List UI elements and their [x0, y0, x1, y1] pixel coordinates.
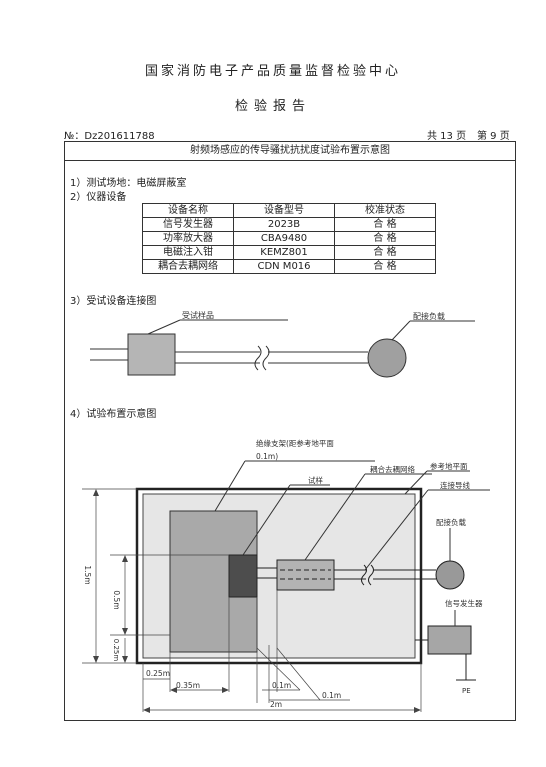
table-row: 耦合去耦网络 CDN M016 合 格 — [142, 259, 436, 274]
cable-break-symbol — [262, 345, 270, 371]
dim-gap2-label: 0.1m — [322, 691, 341, 700]
eut-label: 受试样品 — [182, 310, 214, 320]
arrow — [122, 628, 128, 635]
leader-line — [404, 470, 428, 495]
load-circle — [367, 338, 407, 378]
generator-label: 信号发生器 — [445, 598, 483, 608]
frame-title: 射频场感应的传导骚扰抗扰度试验布置示意图 — [64, 141, 516, 161]
leader-line — [147, 319, 181, 335]
cdn-box — [276, 559, 335, 591]
ground-label: 参考地平面 — [430, 461, 468, 471]
leader-line — [391, 320, 411, 341]
load-label: 配接负载 — [413, 311, 445, 321]
cable-break-symbol — [368, 564, 374, 586]
pe-label: PE — [462, 687, 471, 695]
arrow — [93, 489, 99, 496]
leader-line — [242, 484, 291, 556]
cable-break-symbol — [254, 345, 262, 371]
dim-left-label: 0.25m — [146, 669, 170, 678]
leader-line — [256, 647, 301, 691]
document-title: 检验报告 — [234, 99, 311, 114]
dim-height-label: 1.5m — [83, 565, 92, 584]
leader-line — [276, 647, 321, 701]
leader-line — [304, 473, 366, 561]
support-label: 绝缘支架(距参考地平面 — [256, 438, 334, 448]
support-height: 0.1m) — [256, 452, 278, 461]
org-name: 国家消防电子产品质量监督检验中心 — [144, 64, 401, 79]
dim-width-label: 2m — [270, 700, 282, 709]
arrow — [170, 687, 177, 693]
page-number: 第 9 页 — [477, 131, 510, 142]
load-circle — [435, 560, 465, 590]
arrow — [93, 656, 99, 663]
ground-plane-outline — [135, 487, 423, 665]
table-cell: CDN M016 — [233, 259, 335, 274]
cdn-label: 耦合去耦网络 — [370, 464, 415, 474]
dim-gap1-label: 0.1m — [272, 681, 291, 690]
section-layout: 4）试验布置示意图 — [70, 409, 157, 420]
arrow — [222, 687, 229, 693]
section-connection: 3）受试设备连接图 — [70, 296, 157, 307]
total-pages: 共 13 页 — [427, 131, 467, 142]
section-site: 1）测试场地：电磁屏蔽室 — [70, 178, 187, 189]
equipment-table: 设备名称 设备型号 校准状态 信号发生器 2023B 合 格 功率放大器 CBA… — [142, 203, 436, 274]
signal-generator — [427, 625, 472, 655]
table-row: 功率放大器 CBA9480 合 格 — [142, 231, 436, 246]
arrow — [143, 707, 150, 713]
arrow — [414, 707, 421, 713]
report-number: №：Dz201611788 — [64, 131, 155, 142]
sample-label: 试样 — [308, 475, 323, 485]
dim-mid-label: 0.5m — [112, 590, 121, 609]
sample — [228, 554, 258, 598]
section-equipment: 2）仪器设备 — [70, 192, 127, 203]
cable-label: 连接导线 — [440, 480, 470, 490]
load-label: 配接负载 — [436, 517, 466, 527]
arrow — [122, 656, 128, 663]
eut-box — [127, 333, 176, 376]
leader-line — [364, 489, 429, 571]
leader-line — [214, 460, 246, 512]
arrow — [122, 555, 128, 562]
report-frame — [64, 141, 516, 721]
dim-low-label: 0.25m — [112, 639, 120, 662]
dim-sample-label: 0.35m — [176, 681, 200, 690]
table-cell: 合 格 — [334, 259, 436, 274]
